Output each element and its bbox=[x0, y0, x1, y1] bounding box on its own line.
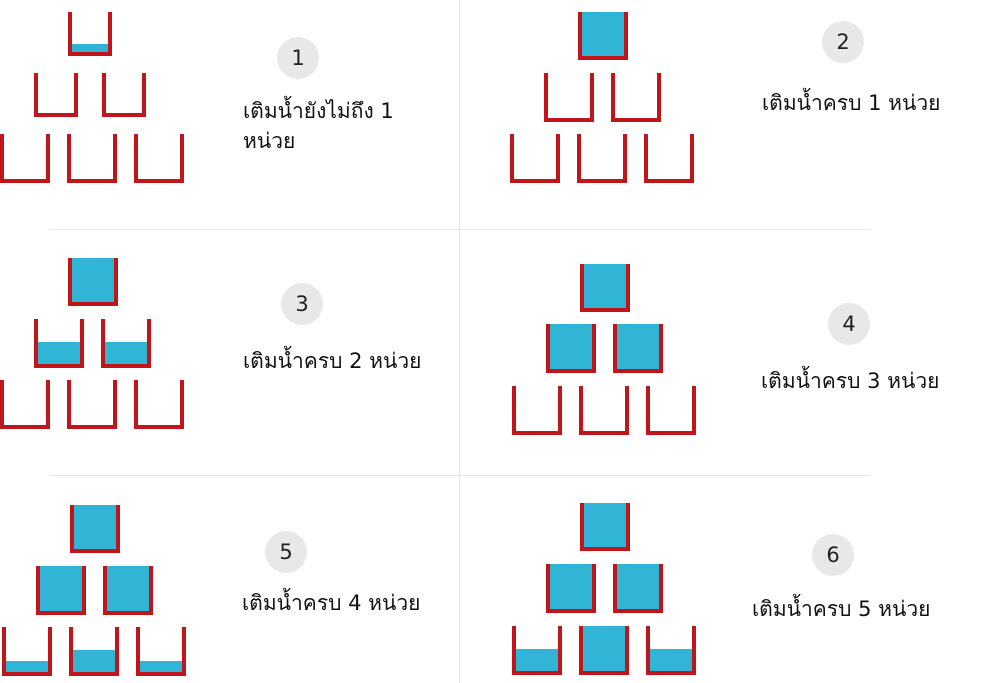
cup-bottom-left bbox=[2, 627, 52, 676]
water-level bbox=[105, 341, 147, 364]
cup-middle-left bbox=[544, 73, 594, 122]
cup-middle-right bbox=[613, 324, 663, 373]
water-level bbox=[107, 566, 149, 611]
step-caption: เติมน้ำครบ 3 หน่วย bbox=[761, 369, 940, 393]
cup-bottom-right bbox=[136, 627, 186, 676]
water-level bbox=[72, 44, 108, 52]
cup-bottom-right bbox=[646, 626, 696, 675]
water-level bbox=[72, 258, 114, 302]
water-level bbox=[582, 12, 624, 56]
cup-middle-left bbox=[34, 73, 78, 117]
step-number-badge: 1 bbox=[277, 37, 319, 79]
cup-bottom-center bbox=[577, 134, 627, 183]
cup-bottom-left bbox=[510, 134, 560, 183]
cup-middle-right bbox=[103, 566, 153, 615]
cup-middle-right bbox=[611, 73, 661, 122]
water-level bbox=[550, 324, 592, 369]
cup-middle-right bbox=[102, 73, 146, 117]
step-number-badge: 2 bbox=[822, 21, 864, 63]
cup-middle-left bbox=[546, 564, 596, 613]
water-level bbox=[584, 264, 626, 308]
water-level bbox=[617, 564, 659, 609]
cup-bottom-right bbox=[644, 134, 694, 183]
horizontal-divider-1 bbox=[50, 229, 870, 230]
step-number-badge: 3 bbox=[281, 283, 323, 325]
step-caption: เติมน้ำครบ 2 หน่วย bbox=[243, 349, 422, 373]
cup-top bbox=[68, 258, 118, 306]
cup-bottom-left bbox=[0, 380, 50, 429]
step-caption: เติมน้ำยังไม่ถึง 1 หน่วย bbox=[243, 99, 394, 153]
cup-top bbox=[70, 505, 120, 553]
cup-top bbox=[68, 12, 112, 56]
step-caption: เติมน้ำครบ 4 หน่วย bbox=[242, 591, 421, 615]
step-caption: เติมน้ำครบ 5 หน่วย bbox=[752, 597, 931, 621]
water-level bbox=[516, 648, 558, 671]
cup-middle-right bbox=[101, 319, 151, 368]
cup-middle-right bbox=[613, 564, 663, 613]
cup-bottom-left bbox=[512, 386, 562, 435]
vertical-divider bbox=[459, 0, 460, 683]
water-level bbox=[617, 324, 659, 369]
water-level bbox=[584, 503, 626, 547]
cup-bottom-center bbox=[69, 627, 119, 676]
water-level bbox=[73, 649, 115, 672]
water-level bbox=[140, 660, 182, 672]
cup-top bbox=[580, 264, 630, 312]
water-level bbox=[38, 341, 80, 364]
step-number-badge: 4 bbox=[828, 303, 870, 345]
water-level bbox=[550, 564, 592, 609]
step-caption: เติมน้ำครบ 1 หน่วย bbox=[762, 91, 941, 115]
cup-top bbox=[580, 503, 630, 551]
cup-middle-left bbox=[546, 324, 596, 373]
water-level bbox=[74, 505, 116, 549]
water-level bbox=[40, 566, 82, 611]
cup-bottom-right bbox=[134, 134, 184, 183]
water-level bbox=[6, 660, 48, 672]
cup-bottom-left bbox=[0, 134, 50, 183]
cup-top bbox=[578, 12, 628, 60]
cup-bottom-center bbox=[579, 386, 629, 435]
horizontal-divider-2 bbox=[50, 475, 870, 476]
cup-bottom-center bbox=[67, 134, 117, 183]
cup-bottom-center bbox=[579, 626, 629, 675]
cup-middle-left bbox=[36, 566, 86, 615]
cup-bottom-left bbox=[512, 626, 562, 675]
step-number-badge: 6 bbox=[812, 534, 854, 576]
water-level bbox=[650, 648, 692, 671]
cup-middle-left bbox=[34, 319, 84, 368]
water-level bbox=[583, 626, 625, 671]
step-number-badge: 5 bbox=[265, 531, 307, 573]
cup-bottom-center bbox=[67, 380, 117, 429]
cup-bottom-right bbox=[646, 386, 696, 435]
cup-bottom-right bbox=[134, 380, 184, 429]
